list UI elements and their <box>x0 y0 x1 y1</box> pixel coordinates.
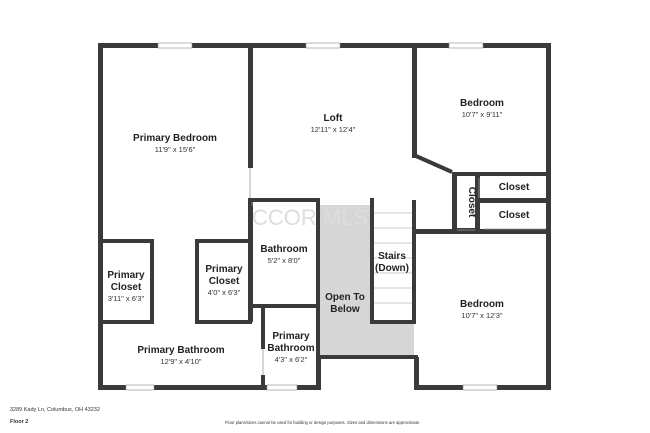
label-primary-closet-right-name2: Closet <box>209 276 240 287</box>
label-stairs-name: Stairs <box>378 251 406 262</box>
footer-floor: Floor 2 <box>10 419 29 425</box>
label-primary-closet-right-name: Primary <box>205 264 243 275</box>
label-closet-right-top: Closet <box>499 182 530 193</box>
open-to-below-fill-lower <box>372 321 414 357</box>
windows <box>125 42 498 391</box>
label-primary-closet-right-dims: 4'0" x 6'3" <box>208 288 241 297</box>
label-closet-right-bottom: Closet <box>499 210 530 221</box>
label-primary-bathroom-small-dims: 4'3" x 6'2" <box>275 355 308 364</box>
label-primary-closet-left-name2: Closet <box>111 282 142 293</box>
label-primary-bathroom-dims: 12'9" x 4'10" <box>160 357 201 366</box>
footer-disclaimer: Floor plans/sizes cannot be used for bui… <box>225 420 421 425</box>
label-stairs-name2: (Down) <box>375 263 409 274</box>
label-closet-vertical: Closet <box>466 187 477 218</box>
open-to-below-fill <box>320 205 372 357</box>
label-loft-dims: 12'11" x 12'4" <box>311 125 356 134</box>
label-primary-bedroom-name: Primary Bedroom <box>133 133 217 144</box>
label-primary-closet-left-name: Primary <box>107 270 145 281</box>
label-open-to-below-name2: Below <box>330 304 360 315</box>
label-primary-closet-left-dims: 3'11" x 6'3" <box>108 294 145 303</box>
label-primary-bedroom-dims: 11'9" x 15'6" <box>155 145 196 154</box>
label-bedroom-bottom-dims: 10'7" x 12'3" <box>461 311 502 320</box>
label-primary-bathroom-small-name2: Bathroom <box>267 343 314 354</box>
door-lines <box>249 168 546 375</box>
label-open-to-below-name: Open To <box>325 292 365 303</box>
label-loft-name: Loft <box>324 113 344 124</box>
label-bathroom-name: Bathroom <box>260 244 307 255</box>
label-bathroom-dims: 5'2" x 8'0" <box>268 256 301 265</box>
angled-wall <box>415 154 453 174</box>
room-labels: Primary Bedroom 11'9" x 15'6" Loft 12'11… <box>107 98 530 366</box>
stair-treads <box>372 212 412 304</box>
label-primary-bathroom-small-name: Primary <box>272 331 310 342</box>
label-bedroom-top-dims: 10'7" x 9'11" <box>462 110 503 119</box>
label-bedroom-top-name: Bedroom <box>460 98 504 109</box>
watermark: CCOR MLS <box>252 205 368 230</box>
footer-address: 3289 Kady Ln, Columbus, OH 43232 <box>10 407 100 413</box>
label-bedroom-bottom-name: Bedroom <box>460 299 504 310</box>
label-primary-bathroom-name: Primary Bathroom <box>137 345 224 356</box>
